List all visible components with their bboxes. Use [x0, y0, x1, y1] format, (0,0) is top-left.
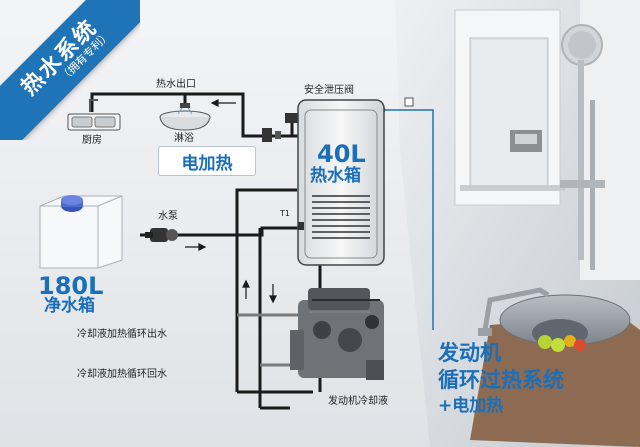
pump-label: 水泵 — [158, 211, 178, 222]
t1-label: T1 — [280, 209, 290, 218]
shower-tray-icon — [159, 103, 211, 131]
tank-capacity-label: 40L — [317, 140, 366, 168]
engine-icon — [290, 288, 384, 380]
flow-arrows — [185, 99, 277, 304]
tank-fitting-icon — [298, 222, 304, 230]
safety-valve-icon — [262, 113, 299, 142]
coolant-out-label: 冷却液加热循环出水 — [77, 329, 167, 340]
kitchen-sink-icon — [67, 99, 121, 131]
clean-tank-name-label: 净水箱 — [44, 296, 95, 316]
coolant-return-label: 冷却液加热循环回水 — [77, 369, 167, 380]
clean-tank-capacity-label: 180L — [38, 272, 104, 300]
clean-water-tank — [39, 195, 123, 269]
title-ribbon: 热水系统 （拥有专利） — [0, 0, 140, 140]
shower-label: 淋浴 — [174, 133, 194, 144]
safety-valve-label: 安全泄压阀 — [304, 85, 354, 96]
water-pump-icon — [145, 228, 178, 242]
hot-water-tank — [297, 99, 385, 266]
electric-heating-label: 电加热 — [158, 146, 256, 176]
pipe-network — [90, 92, 322, 410]
tank-heating-coil — [312, 195, 370, 239]
hot-water-outlet-label: 热水出口 — [156, 79, 196, 90]
engine-coolant-label: 发动机冷却液 — [328, 396, 388, 407]
tank-name-label: 热水箱 — [310, 166, 361, 186]
caption-line2: 循环过热系统 — [438, 368, 564, 392]
caption-line1: 发动机 — [438, 341, 501, 365]
caption-line3: +电加热 — [438, 396, 504, 416]
kitchen-label: 厨房 — [82, 135, 102, 146]
bathroom-photo — [395, 0, 640, 447]
